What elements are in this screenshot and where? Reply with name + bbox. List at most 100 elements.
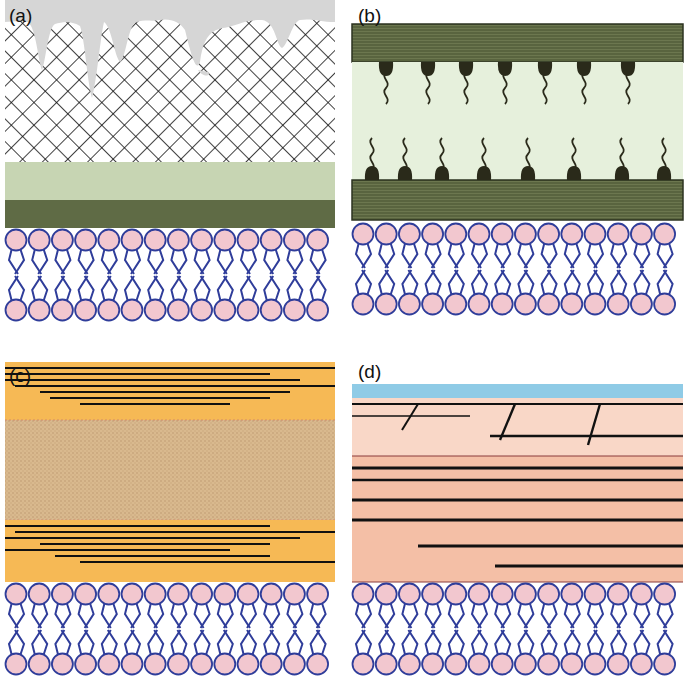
lipid-tail: [408, 602, 417, 628]
lipid-head: [654, 584, 675, 605]
lipid-head: [515, 224, 536, 245]
lipid-tail: [501, 602, 510, 628]
lipid-tail: [385, 602, 394, 628]
lipid-tail: [664, 602, 673, 628]
lipid-head: [75, 230, 96, 251]
lipid-head: [6, 230, 27, 251]
lamella-line: [50, 397, 270, 399]
lamella-line: [402, 404, 418, 430]
lipid-head: [492, 224, 513, 245]
lipid-tail: [131, 248, 140, 274]
lamella-line: [500, 404, 515, 440]
lipid-tail: [61, 602, 70, 628]
lipid-head: [98, 300, 119, 321]
lipid-tail: [131, 276, 140, 302]
lipid-tail: [108, 602, 117, 628]
lipid-head: [399, 584, 420, 605]
lipid-head: [214, 654, 235, 675]
lipid-tail: [317, 630, 326, 656]
lipid-tail: [640, 630, 649, 656]
lipid-head: [515, 294, 536, 315]
lipid-tail: [524, 270, 533, 296]
lamella-line: [5, 549, 230, 551]
molecule-head: [365, 166, 379, 180]
lamella-line: [5, 367, 335, 369]
molecule-tail: [626, 72, 629, 104]
lipid-tail: [154, 248, 163, 274]
lipid-head: [145, 584, 166, 605]
molecule-head: [398, 166, 412, 180]
lipid-head: [52, 300, 73, 321]
lipid-head: [399, 654, 420, 675]
lipid-tail: [270, 630, 279, 656]
lipid-head: [75, 300, 96, 321]
lipid-head: [238, 230, 259, 251]
lamella-line: [495, 565, 683, 568]
lamella-line: [588, 404, 600, 445]
lipid-head: [284, 300, 305, 321]
lipid-tail: [594, 270, 603, 296]
lipid-tail: [247, 248, 256, 274]
lipid-head: [353, 224, 374, 245]
lipid-tail: [571, 630, 580, 656]
lipid-head: [307, 300, 328, 321]
lipid-head: [145, 654, 166, 675]
panel-b: [352, 24, 683, 315]
lipid-head: [238, 300, 259, 321]
lipid-tail: [61, 630, 70, 656]
lipid-tail: [432, 630, 441, 656]
lipid-head: [608, 224, 629, 245]
lipid-head: [307, 584, 328, 605]
molecule-head: [379, 62, 393, 76]
lipid-head: [307, 230, 328, 251]
lipid-head: [492, 294, 513, 315]
lipid-bilayer: [353, 584, 676, 675]
molecule-tail: [620, 138, 623, 170]
lipid-tail: [501, 270, 510, 296]
lipid-head: [284, 230, 305, 251]
molecule-head: [615, 166, 629, 180]
lamella-line: [352, 499, 683, 502]
lipid-head: [353, 584, 374, 605]
lipid-tail: [548, 242, 557, 268]
lipid-head: [353, 294, 374, 315]
lipid-head: [6, 654, 27, 675]
lipid-tail: [664, 270, 673, 296]
lipid-tail: [247, 276, 256, 302]
lamella-line: [80, 561, 335, 563]
lipid-head: [214, 230, 235, 251]
lipid-tail: [270, 276, 279, 302]
molecule-tail: [582, 72, 585, 104]
hatched-layer: [5, 0, 335, 162]
lipid-tail: [617, 630, 626, 656]
lipid-head: [191, 300, 212, 321]
lipid-head: [214, 300, 235, 321]
lipid-tail: [408, 242, 417, 268]
lipid-head: [307, 654, 328, 675]
lipid-tail: [108, 248, 117, 274]
lipid-tail: [61, 276, 70, 302]
lipid-tail: [548, 630, 557, 656]
lipid-tail: [617, 270, 626, 296]
lipid-head: [376, 224, 397, 245]
lamella-line: [352, 519, 683, 522]
lipid-tail: [664, 630, 673, 656]
lipid-tail: [478, 630, 487, 656]
lipid-head: [469, 294, 490, 315]
panel-a: [5, 0, 335, 321]
light-green-layer: [5, 162, 335, 200]
lipid-tail: [61, 248, 70, 274]
molecule-head: [577, 62, 591, 76]
lipid-tail: [408, 630, 417, 656]
lipid-head: [422, 654, 443, 675]
lipid-tail: [524, 602, 533, 628]
lipid-head: [191, 654, 212, 675]
lipid-head: [631, 294, 652, 315]
lipid-head: [98, 654, 119, 675]
lipid-tail: [154, 602, 163, 628]
lipid-head: [261, 230, 282, 251]
lipid-head: [122, 654, 143, 675]
lipid-tail: [247, 630, 256, 656]
